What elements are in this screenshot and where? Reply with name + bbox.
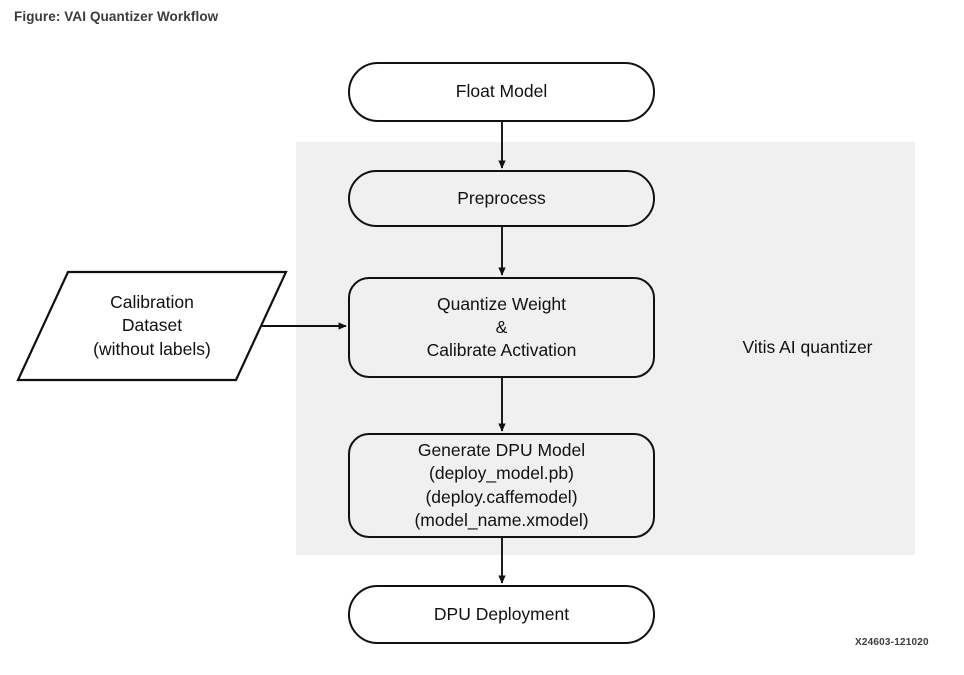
node-calibration-dataset[interactable]: Calibration Dataset (without labels): [16, 270, 288, 382]
node-preprocess[interactable]: Preprocess: [348, 170, 655, 227]
node-calibration-dataset-line-2: Dataset: [121, 315, 183, 336]
node-quantize-lines: Quantize Weight & Calibrate Activation: [415, 293, 589, 362]
node-calibration-dataset-line-3: (without labels): [93, 338, 211, 359]
node-quantize-line-2: &: [495, 316, 508, 337]
node-generate-dpu-line-3: (deploy.caffemodel): [425, 486, 578, 507]
vitis-ai-quantizer-label: Vitis AI quantizer: [742, 337, 873, 357]
node-calibration-dataset-line-1: Calibration: [110, 292, 194, 313]
node-preprocess-label: Preprocess: [457, 187, 546, 208]
node-calibration-dataset-lines: Calibration Dataset (without labels): [16, 270, 288, 382]
node-float-model-label: Float Model: [455, 81, 548, 102]
node-quantize-line-3: Calibrate Activation: [426, 340, 577, 361]
node-dpu-deployment-label: DPU Deployment: [433, 603, 570, 624]
node-generate-dpu-line-4: (model_name.xmodel): [414, 509, 589, 530]
node-generate-dpu-line-1: Generate DPU Model: [417, 440, 586, 461]
node-generate-dpu-line-2: (deploy_model.pb): [429, 463, 574, 484]
figure-title: Figure: VAI Quantizer Workflow: [14, 9, 219, 24]
node-generate-dpu-model[interactable]: Generate DPU Model (deploy_model.pb) (de…: [348, 433, 655, 538]
node-dpu-deployment[interactable]: DPU Deployment: [348, 585, 655, 644]
node-float-model[interactable]: Float Model: [348, 62, 655, 122]
figure-id-label: X24603-121020: [855, 637, 929, 648]
node-quantize-line-1: Quantize Weight: [436, 293, 567, 314]
node-quantize-weight-calibrate-activation[interactable]: Quantize Weight & Calibrate Activation: [348, 277, 655, 378]
parallelogram-shape: [16, 270, 288, 382]
node-generate-dpu-lines: Generate DPU Model (deploy_model.pb) (de…: [402, 439, 600, 531]
